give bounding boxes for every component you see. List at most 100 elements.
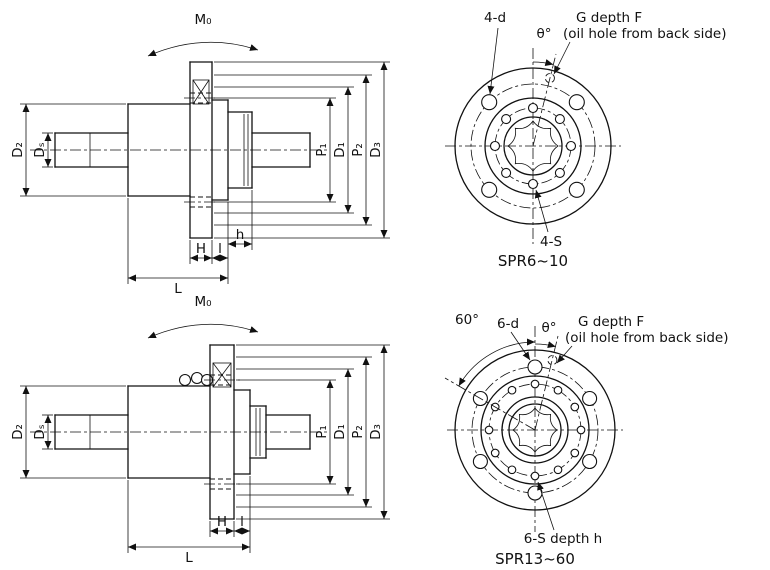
screw-holes-s — [484, 379, 586, 481]
angle-60-label: 60° — [455, 312, 479, 328]
bore-boss-circle — [501, 396, 569, 464]
dim-label-d2: D₂ — [10, 424, 26, 440]
screw-callout-6s: 6-S depth h — [524, 481, 602, 547]
ball-groove-profile — [512, 407, 558, 453]
angle-60-annotation: 60° — [444, 312, 536, 431]
screw-callout-label: 6-S depth h — [524, 531, 602, 547]
front-view-spr6-10: θ° 4-d G depth F (oil hole from back sid… — [445, 10, 727, 270]
caption-spr6-10: SPR6~10 — [498, 252, 568, 270]
caption-spr13-60: SPR13~60 — [495, 550, 575, 568]
dim-label-d3: D₃ — [368, 142, 384, 158]
dim-L: L — [127, 198, 228, 297]
dim-d3: D₃ — [236, 344, 390, 520]
dim-label-ds: Dₛ — [32, 142, 48, 157]
oil-hole-g — [547, 355, 558, 366]
dim-label-ds: Dₛ — [32, 424, 48, 439]
side-view-spr13-60: M₀ D₂ Dₛ P₁ D₁ — [10, 294, 390, 566]
dim-p1: P₁ — [214, 97, 336, 203]
flange — [209, 344, 235, 520]
dim-H: H — [209, 514, 235, 537]
oil-hole-g — [544, 73, 555, 84]
dim-label-p1: P₁ — [314, 425, 330, 439]
dim-l-small: l — [234, 476, 251, 553]
hole-callout-label: 4-d — [484, 10, 506, 26]
flange — [189, 61, 213, 239]
dim-label-h-small: h — [236, 227, 245, 243]
oil-hole-label-line1: G depth F — [576, 10, 642, 26]
nut-body — [127, 385, 211, 479]
oil-hole-label-line2: (oil hole from back side) — [565, 330, 729, 346]
dim-d3: D₃ — [214, 61, 390, 239]
bore-circle — [508, 403, 562, 457]
dim-d1: D₁ — [214, 86, 354, 214]
dim-h-small: h — [227, 190, 253, 284]
pilot-boss — [233, 389, 251, 475]
screw-callout-label: 4-S — [540, 234, 562, 250]
torque-annotation: M₀ — [147, 12, 259, 57]
dim-label-l-small: l — [218, 241, 222, 257]
oil-hole-label-line1: G depth F — [578, 314, 644, 330]
theta-annotation: θ° — [532, 26, 557, 147]
dim-label-m0: M₀ — [194, 294, 211, 310]
screw-holes-s — [489, 102, 577, 190]
nut-body — [127, 103, 191, 197]
front-view-spr13-60: 60° θ° 6-d G depth F (oil hole from back… — [444, 312, 729, 568]
torque-arrow — [147, 323, 259, 339]
hole-callout-label: 6-d — [497, 316, 519, 332]
dim-p2: P₂ — [214, 74, 372, 226]
dim-label-p2: P₂ — [350, 143, 366, 157]
dim-p1: P₁ — [236, 379, 336, 485]
oil-hole-callout: G depth F (oil hole from back side) — [556, 314, 729, 364]
bolt-hole-hidden-lines — [184, 92, 218, 208]
dim-p2: P₂ — [236, 356, 372, 508]
dim-d2: D₂ — [10, 385, 126, 479]
flange-outer-circle — [454, 67, 612, 225]
dim-label-p2: P₂ — [350, 425, 366, 439]
seal-collar — [249, 405, 267, 459]
seal-ring — [227, 111, 253, 189]
screw-shaft — [54, 414, 311, 450]
flange-outer-circle — [454, 349, 616, 511]
boss-circle — [480, 375, 590, 485]
dim-label-d1: D₁ — [332, 424, 348, 440]
theta-annotation: θ° — [534, 320, 559, 431]
dim-d1: D₁ — [236, 368, 354, 496]
dim-ds: Dₛ — [32, 414, 53, 450]
return-tube-caps — [178, 371, 214, 387]
dim-l-small: l — [212, 241, 228, 262]
oil-hole-callout: G depth F (oil hole from back side) — [553, 10, 727, 75]
hole-callout-4d: 4-d — [484, 10, 506, 95]
torque-arrow — [147, 41, 259, 57]
dim-d2: D₂ — [10, 103, 126, 197]
dim-H: H — [189, 240, 213, 264]
dim-label-d3: D₃ — [368, 424, 384, 440]
bolt-holes-d — [481, 94, 585, 198]
oil-hole-label-line2: (oil hole from back side) — [563, 26, 727, 42]
pilot-boss — [211, 99, 229, 201]
dim-label-H: H — [217, 514, 227, 530]
dim-label-l-small: l — [240, 514, 244, 530]
ball-groove-profile — [507, 120, 559, 172]
dim-label-d1: D₁ — [332, 142, 348, 158]
bore-circle — [503, 116, 563, 176]
dim-label-d2: D₂ — [10, 142, 26, 158]
dim-label-L: L — [185, 550, 193, 566]
dim-label-H: H — [196, 241, 206, 257]
screw-callout-4s: 4-S — [534, 189, 562, 250]
theta-label: θ° — [536, 26, 551, 42]
screw-shaft — [54, 132, 311, 168]
torque-annotation: M₀ — [147, 294, 259, 339]
dim-label-m0: M₀ — [194, 12, 211, 28]
dim-label-L: L — [174, 281, 182, 297]
theta-label: θ° — [541, 320, 556, 336]
oil-hole-section — [192, 79, 210, 105]
dim-ds: Dₛ — [32, 132, 53, 168]
dim-L: L — [127, 480, 250, 566]
boss-circle — [484, 97, 582, 195]
hole-callout-6d: 6-d — [497, 316, 531, 361]
side-view-spr6-10: M₀ D₂ Dₛ P₁ D₁ — [10, 12, 390, 297]
bolt-hole-hidden-lines — [204, 374, 240, 490]
bolt-circle-centerline — [470, 83, 596, 209]
